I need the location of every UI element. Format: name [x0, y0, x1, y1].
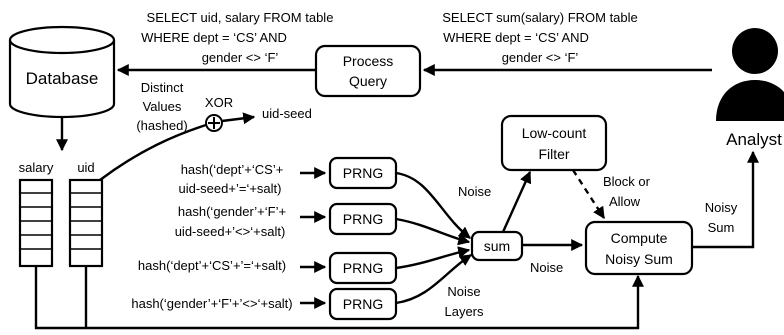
compute-line-2: Noisy Sum — [605, 251, 673, 267]
process-query-box: Process Query — [314, 44, 422, 98]
filter-line-1: Low-count — [522, 125, 587, 141]
hash-input-3: hash(‘dept’+‘CS’+’=‘+salt) — [138, 258, 286, 273]
hash-input-4: hash(‘gender’+‘F’+’<>‘+salt) — [131, 296, 292, 311]
compute-noisy-sum-box: Compute Noisy Sum — [584, 220, 694, 276]
arrow-prng1-to-sum — [395, 171, 471, 239]
hash-input-4-line-1: hash(‘gender’+‘F’+’<>‘+salt) — [131, 296, 292, 311]
xor-icon — [205, 114, 223, 132]
arrow-compute-to-analyst — [692, 150, 759, 249]
analyst-query-line-2: WHERE dept = ‘CS’ AND — [443, 30, 589, 45]
database-cylinder: Database — [8, 25, 116, 119]
prng-4-label: PRNG — [343, 296, 383, 312]
process-query-line-1: Process — [343, 53, 394, 69]
arrow-prng4-to-sum — [395, 253, 473, 305]
arrow-prng2-to-sum — [395, 217, 471, 246]
arrow-filter-to-compute — [571, 169, 606, 220]
compute-line-1: Compute — [611, 230, 668, 246]
block-or-allow-line-1: Block or — [603, 174, 651, 189]
prng-box-1: PRNG — [328, 156, 398, 190]
prng-1-label: PRNG — [343, 165, 383, 181]
db-query-text: SELECT uid, salary FROM table WHERE dept… — [141, 10, 333, 65]
db-query-line-3: gender <> ‘F’ — [202, 50, 279, 65]
block-or-allow-line-2: Allow — [609, 194, 641, 209]
analyst-query-line-1: SELECT sum(salary) FROM table — [442, 10, 638, 25]
salary-column — [18, 178, 54, 268]
hash-input-2-line-2: uid-seed+’<>‘+salt) — [175, 224, 286, 239]
arrow-prng3-to-sum — [395, 246, 471, 270]
filter-line-2: Filter — [538, 146, 569, 162]
column-header-salary: salary — [19, 160, 54, 175]
noise-layers-line-1: Noise — [447, 284, 480, 299]
prng-2-label: PRNG — [343, 211, 383, 227]
hash-input-1: hash(‘dept’+‘CS’+ uid-seed+’=‘+salt) — [179, 162, 284, 196]
uid-column — [68, 178, 104, 268]
hash-input-2: hash(‘gender’+‘F’+ uid-seed+’<>‘+salt) — [175, 204, 286, 239]
noisy-sum-line-2: Sum — [708, 220, 735, 235]
prng-box-2: PRNG — [328, 202, 398, 236]
distinct-values-line-1: Distinct — [141, 80, 184, 95]
arrow-salary-to-compute — [34, 266, 644, 330]
low-count-filter-box: Low-count Filter — [500, 114, 608, 172]
distinct-values-line-3: (hashed) — [136, 118, 187, 133]
uid-seed-label: uid-seed — [262, 106, 312, 121]
distinct-values-line-2: Values — [143, 99, 182, 114]
hash-input-3-line-1: hash(‘dept’+‘CS’+’=‘+salt) — [138, 258, 286, 273]
hash-input-2-line-1: hash(‘gender’+‘F’+ — [178, 204, 286, 219]
sum-label: sum — [484, 238, 510, 254]
analyst-person-icon: Analyst — [716, 28, 784, 149]
hash-input-1-line-2: uid-seed+’=‘+salt) — [179, 181, 282, 196]
prng-box-3: PRNG — [328, 251, 398, 285]
noise-layers-line-2: Layers — [444, 304, 484, 319]
analyst-label: Analyst — [726, 130, 782, 149]
prng-3-label: PRNG — [343, 260, 383, 276]
arrow-xor-to-uid-seed — [221, 112, 256, 125]
distinct-values-label: Distinct Values (hashed) — [136, 80, 187, 133]
database-label: Database — [26, 69, 99, 88]
arrow-uid-to-xor — [99, 123, 207, 181]
noisy-sum-line-1: Noisy — [705, 200, 738, 215]
analyst-query-line-3: gender <> ‘F’ — [502, 50, 579, 65]
noise-label-right: Noise — [530, 260, 563, 275]
sum-box: sum — [470, 230, 524, 262]
xor-label: XOR — [205, 95, 233, 110]
db-query-line-1: SELECT uid, salary FROM table — [147, 10, 334, 25]
db-query-line-2: WHERE dept = ‘CS’ AND — [141, 30, 287, 45]
process-query-line-2: Query — [349, 73, 387, 89]
hash-input-1-line-1: hash(‘dept’+‘CS’+ — [181, 162, 284, 177]
noise-label-upper: Noise — [458, 184, 491, 199]
arrow-sum-to-filter — [501, 170, 532, 233]
prng-box-4: PRNG — [328, 287, 398, 321]
analyst-query-text: SELECT sum(salary) FROM table WHERE dept… — [442, 10, 638, 65]
column-header-uid: uid — [77, 160, 94, 175]
